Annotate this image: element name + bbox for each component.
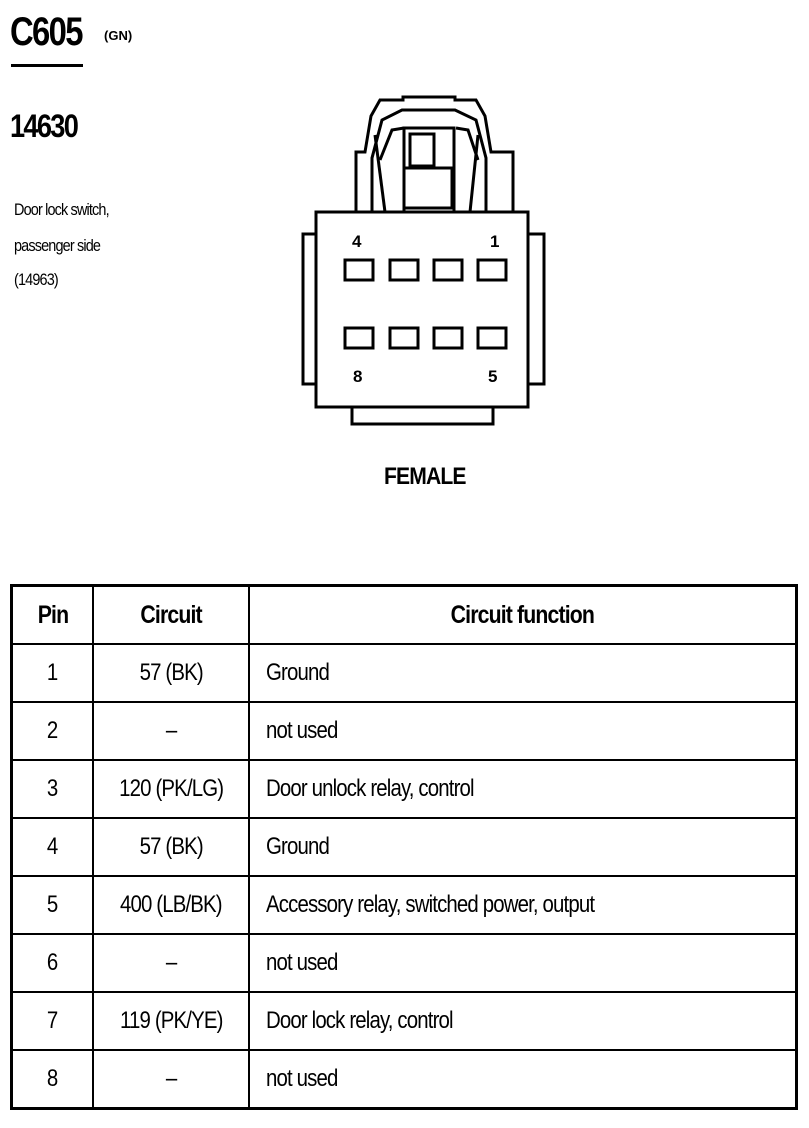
pin-cavity-8 bbox=[343, 326, 375, 350]
table-row: 2 – not used bbox=[10, 701, 798, 761]
description-line-3: (14963) bbox=[14, 270, 59, 289]
circuit-code: – bbox=[165, 949, 177, 976]
pin-cavity-3 bbox=[388, 258, 420, 282]
connector-id: C605 bbox=[10, 10, 83, 54]
circuit-function: Door unlock relay, control bbox=[266, 775, 475, 802]
right-side-rail bbox=[528, 232, 546, 386]
pin-number: 6 bbox=[47, 949, 58, 976]
header-function: Circuit function bbox=[248, 584, 798, 645]
pin-number: 4 bbox=[47, 833, 58, 860]
latch-housing-outline bbox=[354, 95, 515, 212]
pin-number: 3 bbox=[47, 775, 58, 802]
pin-number: 8 bbox=[47, 1065, 58, 1092]
pin-number: 7 bbox=[47, 1007, 58, 1034]
circuit-code: – bbox=[165, 1065, 177, 1092]
description-line-2: passenger side bbox=[14, 236, 101, 255]
pin-cavity-4 bbox=[343, 258, 375, 282]
gender-label: FEMALE bbox=[384, 463, 466, 490]
pin-cavity-5 bbox=[476, 326, 508, 350]
table-row: 4 57 (BK) Ground bbox=[10, 817, 798, 877]
header-pin: Pin bbox=[10, 584, 94, 645]
circuit-code: 119 (PK/YE) bbox=[119, 1007, 223, 1034]
pin-label-top-left: 4 bbox=[352, 232, 362, 251]
table-row: 6 – not used bbox=[10, 933, 798, 993]
connector-color: (GN) bbox=[104, 28, 133, 43]
circuit-function: Ground bbox=[266, 659, 330, 686]
pin-label-bottom-left: 8 bbox=[353, 367, 362, 386]
table-row: 3 120 (PK/LG) Door unlock relay, control bbox=[10, 759, 798, 819]
circuit-code: 400 (LB/BK) bbox=[120, 891, 223, 918]
table-row: 8 – not used bbox=[10, 1049, 798, 1110]
pin-table: Pin Circuit Circuit function 1 57 (BK) G… bbox=[10, 584, 798, 1110]
connector-body-outline bbox=[314, 210, 530, 409]
table-row: 7 119 (PK/YE) Door lock relay, control bbox=[10, 991, 798, 1051]
table-row: 1 57 (BK) Ground bbox=[10, 643, 798, 703]
table-row: 5 400 (LB/BK) Accessory relay, switched … bbox=[10, 875, 798, 935]
circuit-code: 120 (PK/LG) bbox=[118, 775, 224, 802]
pin-label-top-right: 1 bbox=[490, 232, 499, 251]
circuit-function: not used bbox=[266, 717, 338, 744]
header-function-label: Circuit function bbox=[450, 600, 595, 629]
pin-cavity-6 bbox=[432, 326, 464, 350]
circuit-function: not used bbox=[266, 949, 338, 976]
pin-cavity-1 bbox=[476, 258, 508, 282]
left-side-rail bbox=[301, 232, 316, 386]
header-circuit-label: Circuit bbox=[140, 600, 202, 629]
pin-label-bottom-right: 5 bbox=[488, 367, 497, 386]
pin-number: 5 bbox=[47, 891, 58, 918]
circuit-function: Ground bbox=[266, 833, 330, 860]
pin-cavity-7 bbox=[388, 326, 420, 350]
pin-number: 2 bbox=[47, 717, 58, 744]
header-circuit: Circuit bbox=[92, 584, 250, 645]
title-underline bbox=[11, 64, 83, 67]
bottom-ledge bbox=[350, 407, 495, 426]
pin-cavity-2 bbox=[432, 258, 464, 282]
circuit-function: Door lock relay, control bbox=[266, 1007, 454, 1034]
circuit-code: 57 (BK) bbox=[139, 659, 203, 686]
table-header-row: Pin Circuit Circuit function bbox=[10, 584, 798, 645]
description-line-1: Door lock switch, bbox=[14, 200, 110, 219]
pin-number: 1 bbox=[47, 659, 58, 686]
circuit-code: 57 (BK) bbox=[139, 833, 203, 860]
circuit-function: Accessory relay, switched power, output bbox=[266, 891, 595, 918]
circuit-code: – bbox=[165, 717, 177, 744]
part-number: 14630 bbox=[10, 108, 79, 144]
connector-face-diagram: 4 1 8 5 bbox=[301, 95, 546, 426]
circuit-function: not used bbox=[266, 1065, 338, 1092]
header-pin-label: Pin bbox=[37, 600, 68, 629]
latch-tab bbox=[408, 132, 436, 168]
